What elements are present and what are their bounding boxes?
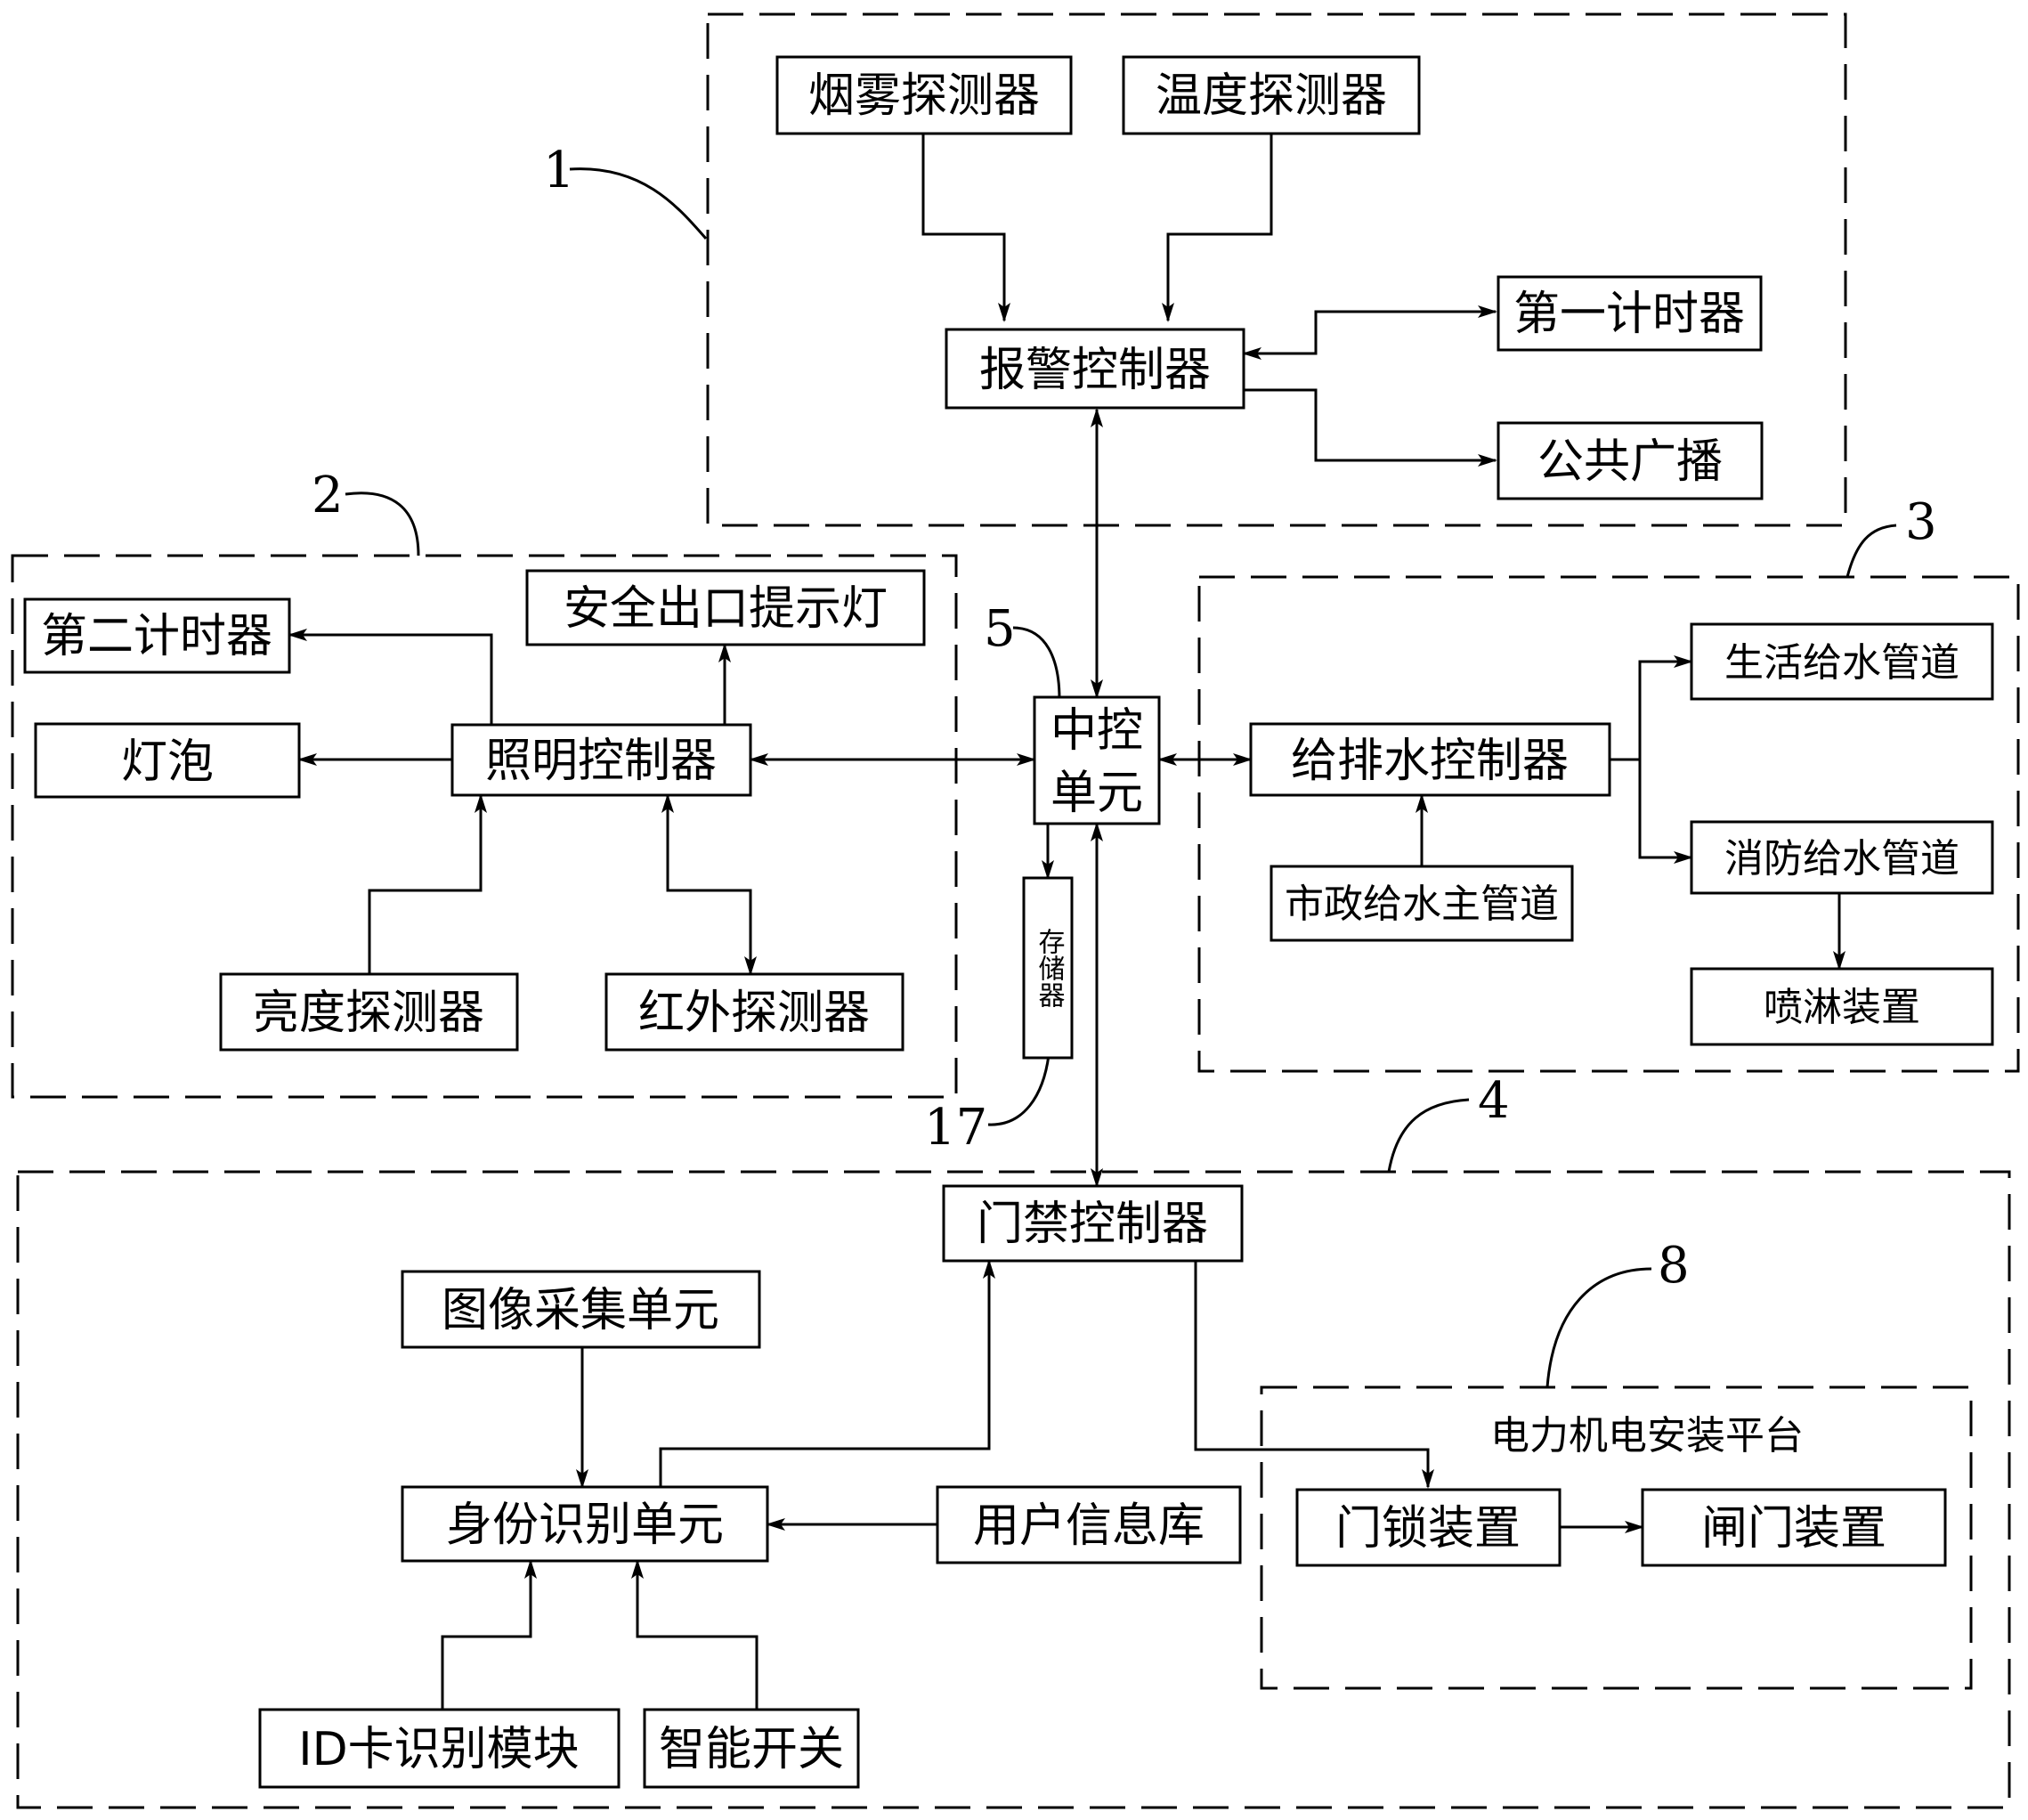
gate-node: 闸门装置 — [1641, 1488, 1947, 1567]
group-1-fire-alarm — [706, 12, 1847, 527]
conn-light-timer2 — [288, 629, 493, 725]
fire-pipe-label: 消防给水管道 — [1724, 836, 1959, 882]
temperature-detector-label: 温度探测器 — [1156, 69, 1387, 123]
image-capture-label: 图像采集单元 — [442, 1284, 719, 1337]
alarm-controller-node: 报警控制器 — [945, 328, 1245, 410]
label-17: 17 — [924, 1099, 987, 1157]
bulb-node: 灯泡 — [34, 722, 301, 799]
alarm-controller-label: 报警控制器 — [979, 344, 1211, 397]
central-control-line1: 中控 — [1051, 704, 1143, 758]
label-4: 4 — [1478, 1072, 1510, 1130]
conn-temp-alarm — [1162, 134, 1273, 322]
id-card-label: ID卡识别模块 — [298, 1723, 579, 1776]
fire-pipe-node: 消防给水管道 — [1690, 820, 1994, 895]
brightness-detector-node: 亮度探测器 — [219, 972, 519, 1052]
municipal-pipe-node: 市政给水主管道 — [1270, 865, 1574, 942]
second-timer-label: 第二计时器 — [41, 610, 272, 663]
leader-17 — [987, 1054, 1051, 1126]
conn-door-lock — [1194, 1261, 1434, 1489]
smoke-detector-node: 烟雾探测器 — [775, 55, 1073, 135]
domestic-pipe-node: 生活给水管道 — [1690, 622, 1994, 701]
leader-2 — [345, 492, 420, 557]
group-3-water — [1197, 575, 2020, 1073]
exit-light-label: 安全出口提示灯 — [564, 582, 888, 636]
conn-alarm-broadcast — [1244, 388, 1497, 467]
conn-identity-door — [659, 1259, 995, 1487]
door-lock-label: 门锁装置 — [1335, 1502, 1521, 1556]
group-4-access — [16, 1170, 2011, 1809]
image-capture-node: 图像采集单元 — [401, 1270, 761, 1349]
central-control-line2: 单元 — [1051, 767, 1143, 820]
leader-5 — [1012, 626, 1061, 700]
second-timer-node: 第二计时器 — [23, 597, 291, 674]
user-database-label: 用户信息库 — [973, 1499, 1205, 1553]
smart-switch-node: 智能开关 — [643, 1708, 860, 1789]
id-card-node: ID卡识别模块 — [258, 1708, 621, 1789]
leader-3 — [1845, 524, 1897, 578]
conn-idcard-identity — [441, 1559, 537, 1710]
leader-8 — [1545, 1267, 1652, 1388]
storage-label: 存储器 — [1034, 928, 1066, 1008]
label-8: 8 — [1658, 1237, 1690, 1295]
domestic-pipe-label: 生活给水管道 — [1724, 640, 1959, 686]
conn-infrared-light — [661, 793, 757, 976]
conn-water-domestic — [1610, 655, 1693, 761]
municipal-pipe-label: 市政给水主管道 — [1285, 882, 1559, 927]
sprinkler-label: 喷淋装置 — [1764, 985, 1920, 1030]
leader-1 — [569, 167, 708, 240]
water-controller-node: 给排水控制器 — [1249, 722, 1611, 797]
group-2-lighting — [11, 554, 958, 1099]
conn-alarm-timer1 — [1242, 305, 1497, 360]
lighting-controller-node: 照明控制器 — [450, 723, 752, 797]
identity-unit-node: 身份识别单元 — [401, 1485, 769, 1563]
brightness-detector-label: 亮度探测器 — [253, 987, 484, 1040]
group-8-platform — [1260, 1385, 1973, 1690]
exit-light-node: 安全出口提示灯 — [525, 569, 926, 646]
conn-switch-identity — [631, 1559, 758, 1710]
conn-water-firepipe — [1638, 760, 1693, 864]
central-control-node: 中控 单元 — [1033, 695, 1161, 825]
first-timer-label: 第一计时器 — [1513, 288, 1745, 341]
water-controller-label: 给排水控制器 — [1291, 735, 1569, 788]
gate-label: 闸门装置 — [1701, 1502, 1886, 1556]
label-3: 3 — [1905, 493, 1937, 551]
lighting-controller-label: 照明控制器 — [485, 735, 717, 788]
label-5: 5 — [984, 600, 1016, 658]
temperature-detector-node: 温度探测器 — [1122, 55, 1421, 135]
infrared-detector-node: 红外探测器 — [604, 972, 904, 1052]
infrared-detector-label: 红外探测器 — [638, 987, 870, 1040]
conn-smoke-alarm — [921, 134, 1010, 322]
door-lock-node: 门锁装置 — [1295, 1488, 1562, 1567]
public-broadcast-label: 公共广播 — [1537, 435, 1723, 489]
door-controller-label: 门禁控制器 — [977, 1198, 1208, 1251]
user-database-node: 用户信息库 — [936, 1485, 1242, 1564]
bulb-label: 灯泡 — [121, 735, 214, 789]
public-broadcast-node: 公共广播 — [1497, 421, 1764, 500]
smoke-detector-label: 烟雾探测器 — [808, 69, 1040, 123]
conn-brightness-light — [368, 793, 487, 974]
label-2: 2 — [312, 467, 344, 524]
leader-4 — [1387, 1098, 1470, 1173]
smart-switch-label: 智能开关 — [659, 1723, 844, 1776]
storage-node: 存储器 — [1022, 876, 1074, 1060]
first-timer-node: 第一计时器 — [1497, 275, 1763, 352]
door-controller-node: 门禁控制器 — [942, 1184, 1244, 1263]
label-1: 1 — [543, 142, 575, 199]
identity-unit-label: 身份识别单元 — [446, 1499, 724, 1552]
platform-title: 电力机电安装平台 — [1490, 1413, 1804, 1458]
sprinkler-node: 喷淋装置 — [1690, 967, 1994, 1046]
